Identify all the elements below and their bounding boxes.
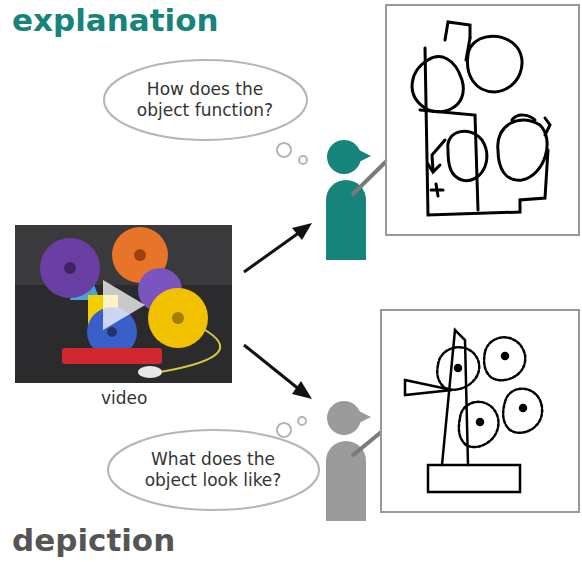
thought-bubble: What does the object look like?: [107, 429, 320, 511]
thought-bubble: How does the object function?: [103, 59, 308, 141]
depiction-sketch: [405, 330, 542, 492]
bubble-text: What does the object look like?: [135, 449, 291, 492]
explanation-sketch: [412, 22, 550, 215]
bubble-text: How does the object function?: [130, 79, 280, 122]
section-heading: depiction: [12, 522, 175, 558]
media-caption: video: [101, 388, 147, 408]
thought-dots: [277, 143, 307, 437]
drawing-frame: [386, 5, 579, 235]
video-thumbnail: [15, 225, 232, 383]
section-heading: explanation: [12, 2, 219, 38]
flow-arrow: [244, 223, 312, 399]
drawing-frame: [381, 310, 579, 512]
